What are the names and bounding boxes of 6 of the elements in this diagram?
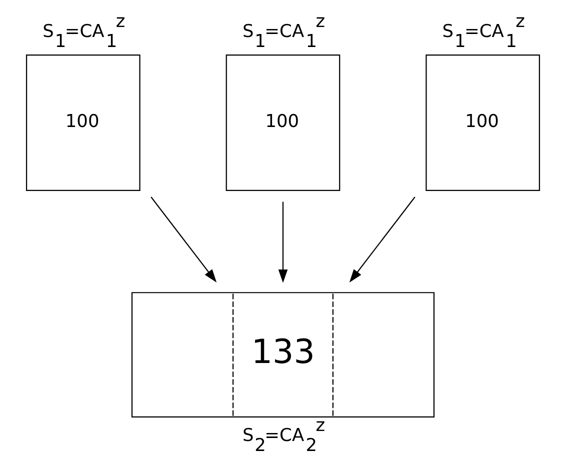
node-box: 100 — [425, 54, 540, 192]
arrow — [348, 196, 415, 283]
arrow — [278, 202, 288, 283]
node-box: 100 — [26, 54, 140, 192]
arrow — [150, 196, 216, 283]
node-box: 100 — [225, 54, 340, 192]
